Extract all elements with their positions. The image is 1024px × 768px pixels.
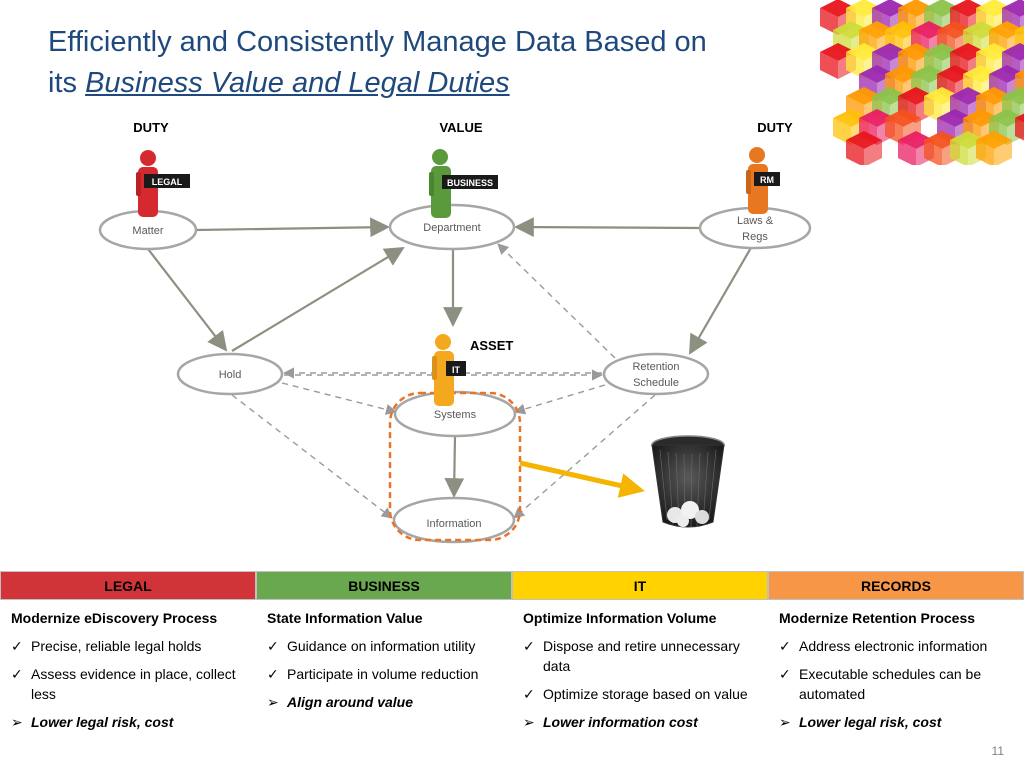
header-value: VALUE bbox=[439, 120, 482, 135]
list-item-result: ➢Lower information cost bbox=[523, 714, 698, 730]
node-information bbox=[392, 496, 516, 544]
check-icon: ✓ bbox=[523, 686, 535, 702]
list-item: ✓Participate in volume reduction bbox=[267, 666, 479, 682]
column-title: Modernize Retention Process bbox=[779, 610, 976, 626]
node-hold bbox=[176, 352, 284, 396]
column-it: IT Optimize Information Volume ✓Dispose … bbox=[512, 571, 768, 751]
column-business: BUSINESS State Information Value ✓Guidan… bbox=[256, 571, 512, 751]
asset-label: ASSET bbox=[470, 338, 513, 353]
trash-bin-icon bbox=[651, 435, 725, 528]
label-retention-line2: Schedule bbox=[633, 377, 679, 389]
column-title: Modernize eDiscovery Process bbox=[11, 610, 218, 626]
column-title: State Information Value bbox=[267, 610, 423, 626]
check-icon: ✓ bbox=[11, 666, 23, 682]
list-item: ✓Precise, reliable legal holds bbox=[11, 638, 202, 654]
check-icon: ✓ bbox=[267, 638, 279, 654]
title-prefix: its bbox=[48, 67, 86, 99]
column-legal: LEGAL Modernize eDiscovery Process ✓Prec… bbox=[0, 571, 256, 751]
rm-person-icon: RM bbox=[746, 147, 780, 214]
node-retention-schedule bbox=[602, 352, 710, 396]
column-records: RECORDS Modernize Retention Process ✓Add… bbox=[768, 571, 1024, 751]
check-icon: ✓ bbox=[523, 638, 535, 654]
column-title: Optimize Information Volume bbox=[523, 610, 717, 626]
slide-title: Efficiently and Consistently Manage Data… bbox=[48, 22, 808, 104]
arrow-bullet-icon: ➢ bbox=[11, 714, 23, 730]
arrow-bullet-icon: ➢ bbox=[779, 714, 791, 730]
label-retention-line1: Retention bbox=[632, 361, 679, 373]
title-line-2: its Business Value and Legal Duties bbox=[48, 63, 808, 104]
column-header-records: RECORDS bbox=[768, 571, 1024, 600]
asset-highlight-box bbox=[388, 391, 522, 542]
arrow-bullet-icon: ➢ bbox=[523, 714, 535, 730]
dashed-arrow-retention-to-systems bbox=[513, 384, 606, 415]
business-person-icon: BUSINESS bbox=[429, 149, 498, 218]
header-duty-right: DUTY bbox=[757, 120, 793, 135]
arrow-bullet-icon: ➢ bbox=[267, 694, 279, 710]
it-person-icon: IT bbox=[432, 334, 466, 406]
title-line-1: Efficiently and Consistently Manage Data… bbox=[48, 26, 707, 58]
stakeholder-table: LEGAL Modernize eDiscovery Process ✓Prec… bbox=[0, 571, 1024, 751]
decorative-cubes-graphic bbox=[820, 0, 1024, 165]
arrow-systems-to-information bbox=[444, 435, 465, 498]
list-item: ✓Executable schedules can be automated bbox=[779, 666, 982, 702]
label-systems: Systems bbox=[434, 409, 477, 421]
check-icon: ✓ bbox=[11, 638, 23, 654]
arrow-laws-to-department bbox=[514, 217, 701, 237]
node-department bbox=[388, 203, 516, 251]
column-header-it: IT bbox=[512, 571, 768, 600]
list-item: ✓Optimize storage based on value bbox=[523, 686, 748, 702]
list-item: ✓Address electronic information bbox=[779, 638, 988, 654]
dashed-arrow-hold-to-systems bbox=[281, 382, 398, 415]
column-header-business: BUSINESS bbox=[256, 571, 512, 600]
label-department: Department bbox=[423, 222, 480, 234]
check-icon: ✓ bbox=[779, 666, 791, 682]
it-badge-text: IT bbox=[452, 365, 461, 375]
arrow-matter-to-department bbox=[195, 217, 390, 238]
arrow-hold-to-department bbox=[231, 246, 405, 352]
list-item-result: ➢Lower legal risk, cost bbox=[779, 714, 942, 730]
business-badge-text: BUSINESS bbox=[447, 178, 493, 188]
list-item: ✓Dispose and retire unnecessary data bbox=[523, 638, 740, 674]
label-hold: Hold bbox=[219, 369, 242, 381]
dispose-arrow bbox=[519, 460, 645, 498]
legal-person-icon: LEGAL bbox=[136, 150, 190, 217]
list-item-result: ➢Align around value bbox=[267, 694, 414, 710]
column-header-legal: LEGAL bbox=[0, 571, 256, 600]
legal-badge-text: LEGAL bbox=[152, 177, 183, 187]
rm-badge-text: RM bbox=[760, 175, 774, 185]
header-duty-left: DUTY bbox=[133, 120, 169, 135]
label-matter: Matter bbox=[132, 225, 164, 237]
arrow-matter-to-hold bbox=[147, 248, 228, 352]
title-emphasis: Business Value and Legal Duties bbox=[85, 67, 510, 99]
check-icon: ✓ bbox=[779, 638, 791, 654]
label-information: Information bbox=[426, 518, 481, 530]
dashed-arrow-hold-to-information bbox=[231, 394, 393, 519]
page-number: 11 bbox=[991, 744, 1004, 758]
check-icon: ✓ bbox=[267, 666, 279, 682]
label-laws-line1: Laws & bbox=[737, 215, 774, 227]
information-governance-diagram: DUTY VALUE DUTY Matter Department L bbox=[98, 120, 812, 544]
list-item: ✓Guidance on information utility bbox=[267, 638, 476, 654]
dashed-arrow-retention-to-information bbox=[513, 394, 656, 519]
dashed-arrow-retention-to-department bbox=[497, 243, 616, 359]
list-item: ✓Assess evidence in place, collect less bbox=[11, 666, 236, 702]
label-laws-line2: Regs bbox=[742, 231, 768, 243]
arrow-laws-to-retention bbox=[689, 245, 753, 355]
list-item-result: ➢Lower legal risk, cost bbox=[11, 714, 174, 730]
